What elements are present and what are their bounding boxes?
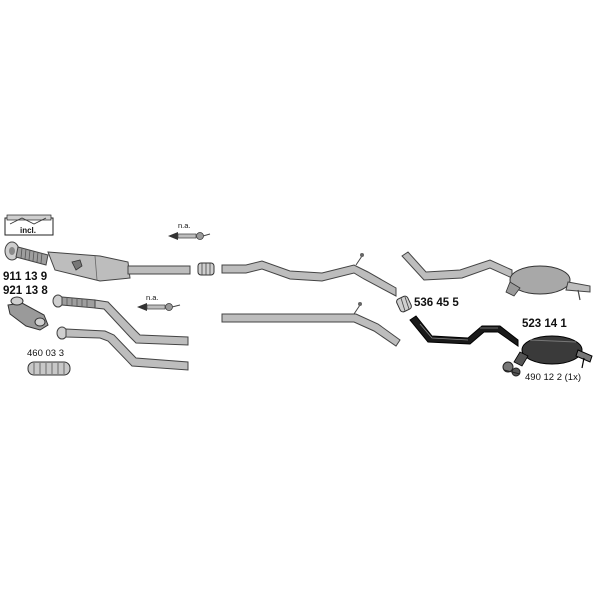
part-number-490: 490 12 2 (1x)	[525, 372, 581, 383]
sensor-mid-na: n.a.	[137, 293, 181, 311]
front-heat-shield	[7, 296, 49, 331]
part-number-536: 536 45 5	[414, 297, 459, 309]
connector-sleeve	[27, 361, 71, 376]
connector-clamp	[396, 295, 412, 313]
part-number-921: 921 13 8	[3, 285, 48, 297]
sensor-top-na: n.a.	[168, 221, 211, 240]
part-number-911: 911 13 9	[3, 271, 47, 283]
middle-pipe-lower	[221, 302, 401, 347]
included-kit-box: incl.	[4, 214, 54, 236]
part-number-523: 523 14 1	[522, 318, 567, 330]
na-label-top: n.a.	[178, 221, 191, 230]
pipe-clamp-top	[197, 262, 215, 276]
front-pipe-alternate	[56, 326, 189, 371]
rear-muffler-upper	[401, 251, 591, 301]
middle-pipe-upper	[221, 253, 397, 297]
front-pipe-with-flex	[52, 294, 189, 346]
rubber-mount	[502, 361, 521, 377]
part-number-460: 460 03 3	[27, 348, 64, 359]
front-catalytic-converter	[4, 241, 191, 282]
included-label: incl.	[20, 226, 36, 235]
na-label-mid: n.a.	[146, 293, 159, 302]
rear-muffler-lower	[409, 315, 593, 369]
